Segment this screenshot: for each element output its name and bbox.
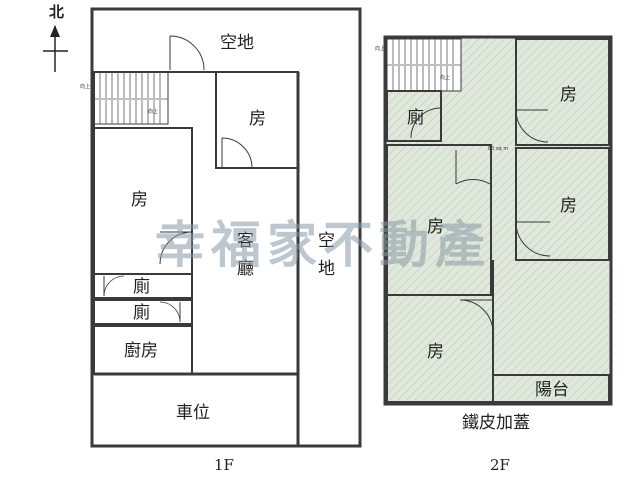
room-e-2f-door: [515, 221, 551, 257]
stair-note-1: 向上: [80, 83, 90, 90]
room-w-door: [159, 231, 193, 265]
watermark-text: 幸福家不動產: [155, 216, 491, 274]
floor-2-stairs: 向上 向上: [375, 38, 462, 92]
label-wc-1: 廁: [133, 276, 150, 297]
label-kitchen: 廚房: [124, 340, 158, 361]
floor-1-wc-2: [93, 299, 193, 325]
floor-1-stairs: 向上 向上: [80, 71, 169, 125]
label-room-ne: 房: [249, 109, 266, 129]
label-open-east-1: 空: [318, 231, 335, 251]
label-living-2: 廳: [237, 259, 254, 279]
floor-1-wc-1: [93, 273, 193, 299]
compass-label: 北: [49, 3, 64, 21]
label-parking: 車位: [176, 403, 210, 423]
floor-1-kitchen: [93, 325, 193, 375]
room-ne-2f-door: [515, 109, 549, 143]
label-wc-2: 廁: [133, 302, 150, 323]
north-compass: 北: [43, 3, 68, 72]
floor-2-room-ne: [515, 38, 610, 146]
label-2f-room-c: 房: [427, 217, 444, 237]
floor-2-balcony: [492, 374, 610, 403]
stair-note-2f-2: 向上: [440, 74, 450, 81]
floor-1-label: 1F: [214, 456, 234, 474]
floor-1-entry-door: [169, 35, 205, 71]
floor-1-room-ne: [215, 71, 299, 169]
label-open-north: 空地: [220, 33, 254, 53]
floor-2-plan: 向上 向上 廁 房 房 房 房 陽台 80 sq m 鐵皮加蓋 2F: [375, 35, 613, 474]
floor-2-outline: [383, 35, 613, 406]
roof-note: 鐵皮加蓋: [462, 413, 530, 433]
floor-1-plan: 向上 向上 空地 房 房 客 廳 空 地 廁 廁 廚房 車位 1F: [80, 7, 362, 474]
label-room-w: 房: [131, 190, 148, 210]
stair-note-2: 向上: [148, 108, 158, 115]
floor-2-room-e: [515, 147, 610, 261]
floor-2-label: 2F: [490, 456, 510, 474]
label-open-east-2: 地: [318, 259, 335, 279]
room-c-2f-door: [455, 150, 491, 185]
label-2f-wc: 廁: [407, 107, 424, 128]
label-living-1: 客: [237, 231, 254, 251]
label-2f-room-sw: 房: [427, 342, 444, 362]
area-note: 80 sq m: [488, 146, 508, 152]
room-ne-door: [221, 137, 253, 169]
label-2f-room-ne: 房: [560, 85, 577, 105]
floor-1-outline: [90, 7, 362, 448]
label-2f-room-e: 房: [560, 196, 577, 216]
stair-note-2f-1: 向上: [375, 45, 385, 52]
label-2f-balcony: 陽台: [535, 380, 569, 400]
north-arrow-icon: [50, 25, 60, 37]
